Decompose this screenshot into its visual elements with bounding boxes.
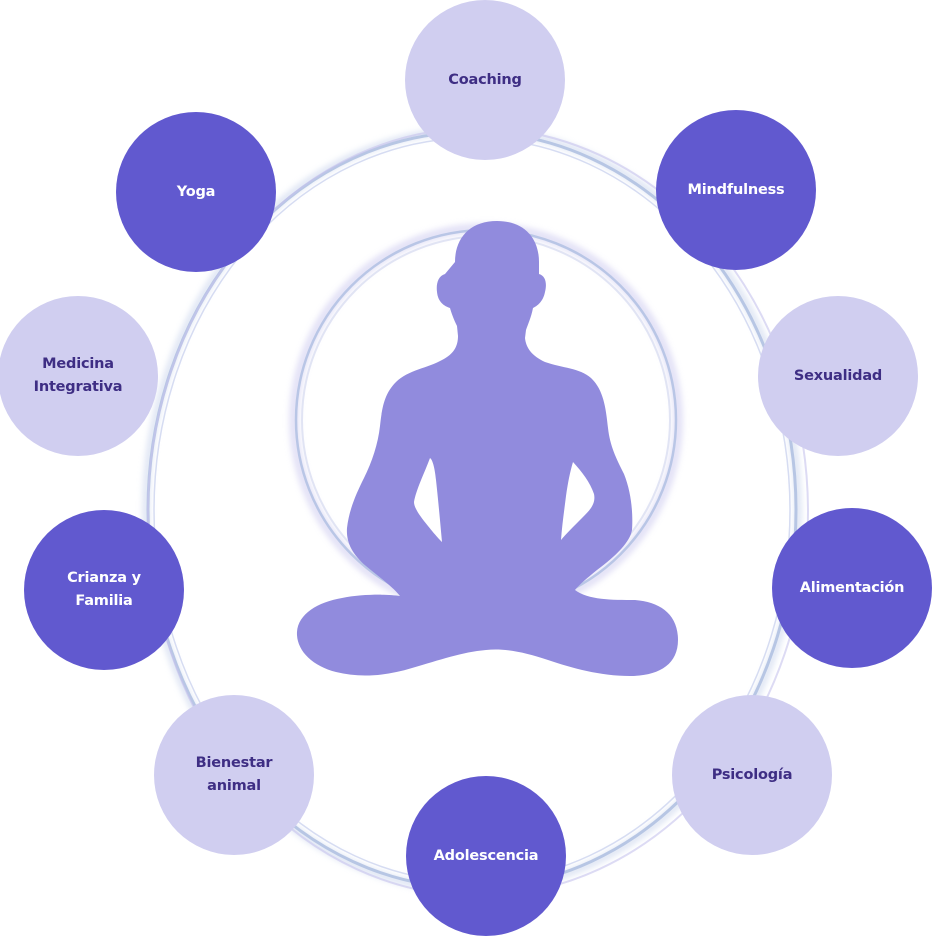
node-bienestar-animal[interactable]: Bienestar animal — [154, 695, 314, 855]
node-label: Adolescencia — [433, 847, 539, 864]
node-mindfulness[interactable]: Mindfulness — [656, 110, 816, 270]
node-label: Yoga — [176, 183, 216, 200]
node-yoga[interactable]: Yoga — [116, 112, 276, 272]
node-adolescencia[interactable]: Adolescencia — [406, 776, 566, 936]
node-coaching[interactable]: Coaching — [405, 0, 565, 160]
node-label: Crianza y Familia — [67, 570, 141, 609]
node-alimentacion[interactable]: Alimentación — [772, 508, 932, 668]
node-label: Mindfulness — [687, 181, 785, 198]
node-psicologia[interactable]: Psicología — [672, 695, 832, 855]
node-label: Coaching — [448, 71, 522, 88]
node-label: Sexualidad — [793, 367, 883, 384]
node-crianza-y-familia[interactable]: Crianza y Familia — [24, 510, 184, 670]
meditating-figure-icon — [296, 221, 678, 676]
node-label: Psicología — [711, 766, 793, 783]
node-label: Alimentación — [799, 579, 905, 596]
node-label: Bienestar animal — [195, 755, 273, 794]
node-medicina-integrativa[interactable]: Medicina Integrativa — [0, 296, 158, 456]
node-label: Medicina Integrativa — [33, 356, 123, 395]
node-sexualidad[interactable]: Sexualidad — [758, 296, 918, 456]
